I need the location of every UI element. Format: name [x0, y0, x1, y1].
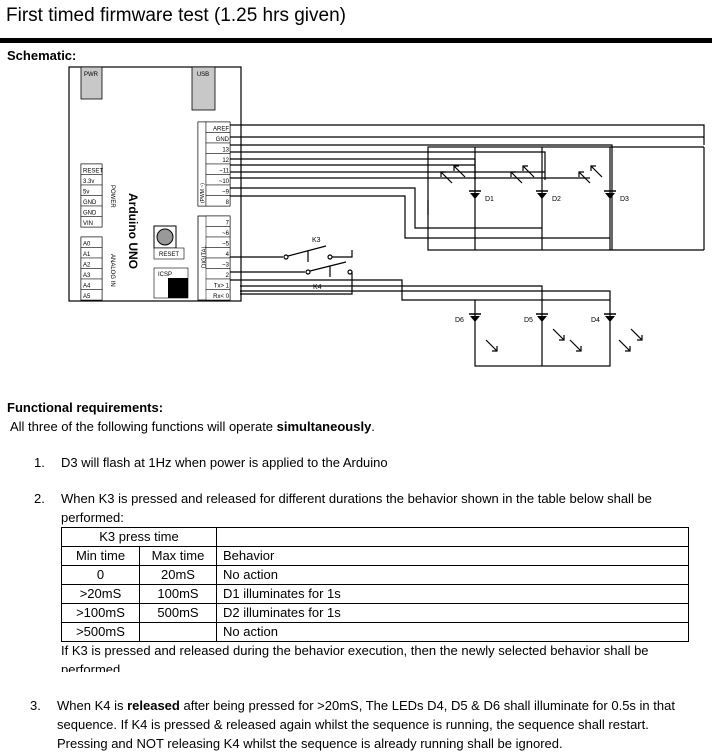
pin-label: 8: [226, 200, 230, 206]
power-group-label: POWER: [109, 185, 115, 208]
led-d4: D4: [591, 313, 616, 324]
pin-label: 3.3v: [83, 179, 94, 185]
title-divider: [0, 38, 712, 43]
switch-k3: [230, 245, 353, 262]
item2-after-line1: If K3 is pressed and released during the…: [61, 643, 649, 658]
col-max-header: Max time: [139, 546, 217, 566]
pin-label: Rx< 0: [213, 294, 230, 300]
item2-number: 2.: [34, 491, 45, 506]
pin-cell: [205, 195, 231, 207]
item3-text-line1: When K4 is released after being pressed …: [57, 698, 675, 713]
item3-number: 3.: [30, 698, 41, 713]
svg-text:D1: D1: [485, 196, 494, 203]
schematic-label: Schematic:: [7, 48, 77, 63]
led-d6: D6: [455, 313, 481, 324]
schematic-diagram: PWR USB AREF GND 13 12 ~11 ~10 ~9 8 7 ~6 ~5 4 ~3 2Tx…: [68, 66, 705, 367]
usb-port: [191, 66, 216, 111]
behavior-table: K3 press time Min time Max time Behavior…: [61, 527, 689, 642]
pwr-label: PWR: [84, 72, 99, 78]
pin-label: GND: [216, 137, 230, 143]
pin-label: RESET: [83, 169, 103, 175]
pin-label: Tx> 1: [214, 284, 230, 290]
pin-label: A1: [83, 252, 91, 258]
pin-label: GND: [83, 200, 97, 206]
item3-text-line2: sequence. If K4 is pressed & released ag…: [57, 717, 649, 732]
table-row: >100mS 500mS D2 illuminates for 1s: [61, 603, 689, 623]
svg-text:D5: D5: [524, 317, 533, 324]
digital-pins-top: AREF GND 13 12 ~11 ~10 ~9 8: [205, 121, 231, 207]
pin-label: ~11: [219, 169, 229, 175]
led-d2: D2: [536, 190, 561, 203]
pin-label: VIN: [83, 221, 93, 227]
item2-text-line1: When K3 is pressed and released for diff…: [61, 491, 652, 506]
item3-text-line3: Pressing and NOT releasing K4 whilst the…: [57, 736, 563, 751]
pin-label: ~10: [219, 179, 230, 185]
icsp-label: ICSP: [158, 272, 172, 278]
pin-label: A4: [83, 284, 91, 290]
pin-label: 4: [226, 252, 230, 258]
pin-cell: [80, 216, 103, 228]
table-row: >500mS No action: [61, 622, 689, 642]
pin-label: 7: [226, 221, 230, 227]
pin-label: A3: [83, 273, 91, 279]
light-arrows-top: [440, 165, 603, 184]
light-arrows-bottom: [485, 328, 643, 352]
col-min-header: Min time: [61, 546, 140, 566]
item1-text: D3 will flash at 1Hz when power is appli…: [61, 455, 388, 470]
pin-label: GND: [83, 211, 97, 217]
item2-after-line2: performed.: [61, 662, 124, 672]
pin-label: 12: [222, 158, 229, 164]
table-row: >20mS 100mS D1 illuminates for 1s: [61, 584, 689, 604]
reset-label: RESET: [159, 252, 179, 258]
pwm-note: (PWM ~): [200, 183, 206, 203]
upper-led-network: [230, 146, 705, 251]
svg-text:D4: D4: [591, 317, 600, 324]
col-behavior-header: Behavior: [216, 546, 689, 566]
table-header-row: Min time Max time Behavior: [61, 546, 689, 566]
pin-cell: [205, 289, 231, 301]
pin-label: A2: [83, 263, 91, 269]
item1-number: 1.: [34, 455, 45, 470]
switch-k4-label: K4: [313, 284, 322, 291]
svg-text:D6: D6: [455, 317, 464, 324]
pin-label: 13: [222, 148, 229, 154]
analog-group-label: ANALOG IN: [109, 254, 115, 287]
digital-pins-bottom: 7 ~6 ~5 4 ~3 2Tx> 1 Rx< 0: [205, 215, 231, 301]
lower-led-network: [230, 279, 611, 367]
group-header-cell: K3 press time: [61, 527, 217, 547]
pin-label: A0: [83, 242, 91, 248]
switch-k4: [230, 261, 353, 295]
led-d3: D3: [604, 190, 629, 203]
requirements-intro: All three of the following functions wil…: [10, 419, 375, 434]
usb-label: USB: [197, 72, 209, 78]
board-name: Arduino UNO: [126, 193, 140, 269]
pin-label: 5v: [83, 190, 89, 196]
pin-label: ~5: [222, 242, 230, 248]
digital-label: DIGITAL: [202, 244, 208, 268]
led-d5: D5: [524, 313, 548, 324]
power-jack: [80, 66, 103, 100]
switch-k3-label: K3: [312, 237, 321, 244]
table-row: 0 20mS No action: [61, 565, 689, 585]
item2-text-line2: performed:: [61, 510, 124, 525]
pin-label: AREF: [213, 127, 229, 133]
pin-label: ~9: [222, 190, 230, 196]
pin-label: A5: [83, 294, 91, 300]
pin-label: ~3: [222, 263, 230, 269]
led-d1: D1: [469, 190, 494, 203]
page-title: First timed firmware test (1.25 hrs give…: [6, 5, 346, 26]
svg-text:D3: D3: [620, 196, 629, 203]
pin-cell: [80, 289, 103, 301]
requirements-heading: Functional requirements:: [7, 400, 164, 415]
table-header-group: K3 press time: [61, 527, 689, 547]
pin-label: 2: [226, 273, 230, 279]
pin-label: ~6: [222, 231, 230, 237]
svg-text:D2: D2: [552, 196, 561, 203]
